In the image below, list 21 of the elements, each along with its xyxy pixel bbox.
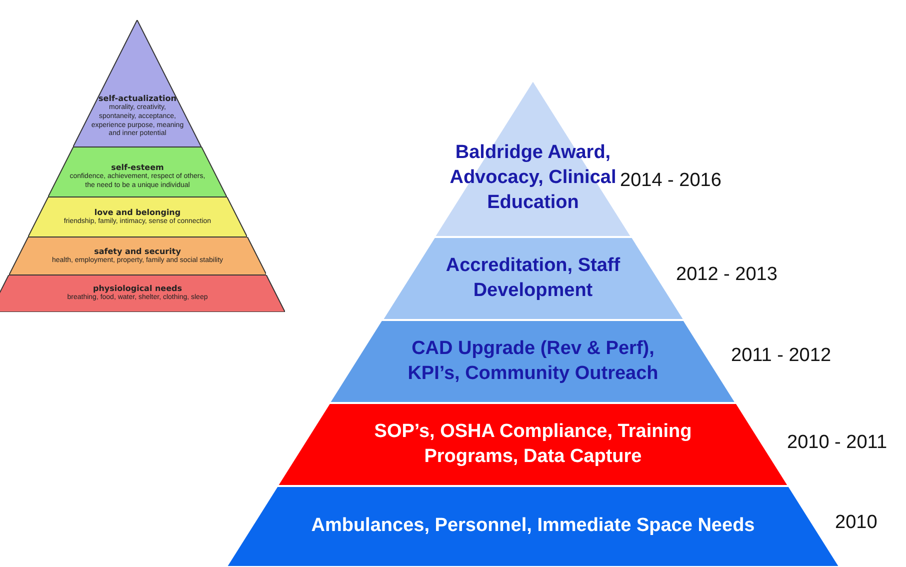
- year-range: 2010: [835, 512, 878, 534]
- year-range: 2012 - 2013: [676, 264, 778, 286]
- pyramid-tier: [48, 147, 227, 197]
- pyramid-tier: [277, 403, 789, 486]
- year-range: 2014 - 2016: [620, 170, 722, 192]
- year-range: 2011 - 2012: [731, 345, 832, 367]
- tier-heading: safety and security: [94, 246, 181, 256]
- tier-heading: love and belonging: [94, 208, 181, 218]
- tier-text: SOP’s, OSHA Compliance, Training Programs, Data Capture: [373, 420, 693, 468]
- tier-heading: self-esteem: [111, 163, 164, 172]
- pyramid-tier: [0, 275, 285, 312]
- tier-text: Accreditation, Staff Development: [444, 254, 622, 302]
- tier-text: CAD Upgrade (Rev & Perf), KPI’s, Community Outreach: [406, 336, 660, 386]
- tier-heading: self-actualization: [98, 94, 176, 104]
- tier-text: Baldridge Award, Advocacy, Clinical Education: [448, 141, 618, 215]
- pyramid-tier: [28, 197, 248, 237]
- year-range: 2010 - 2011: [787, 432, 888, 454]
- tier-heading: physiological needs: [92, 284, 182, 294]
- pyramid-tier: [73, 20, 202, 147]
- pyramid-tier: [8, 237, 266, 275]
- tier-text: Ambulances, Personnel, Immediate Space Needs: [311, 514, 755, 538]
